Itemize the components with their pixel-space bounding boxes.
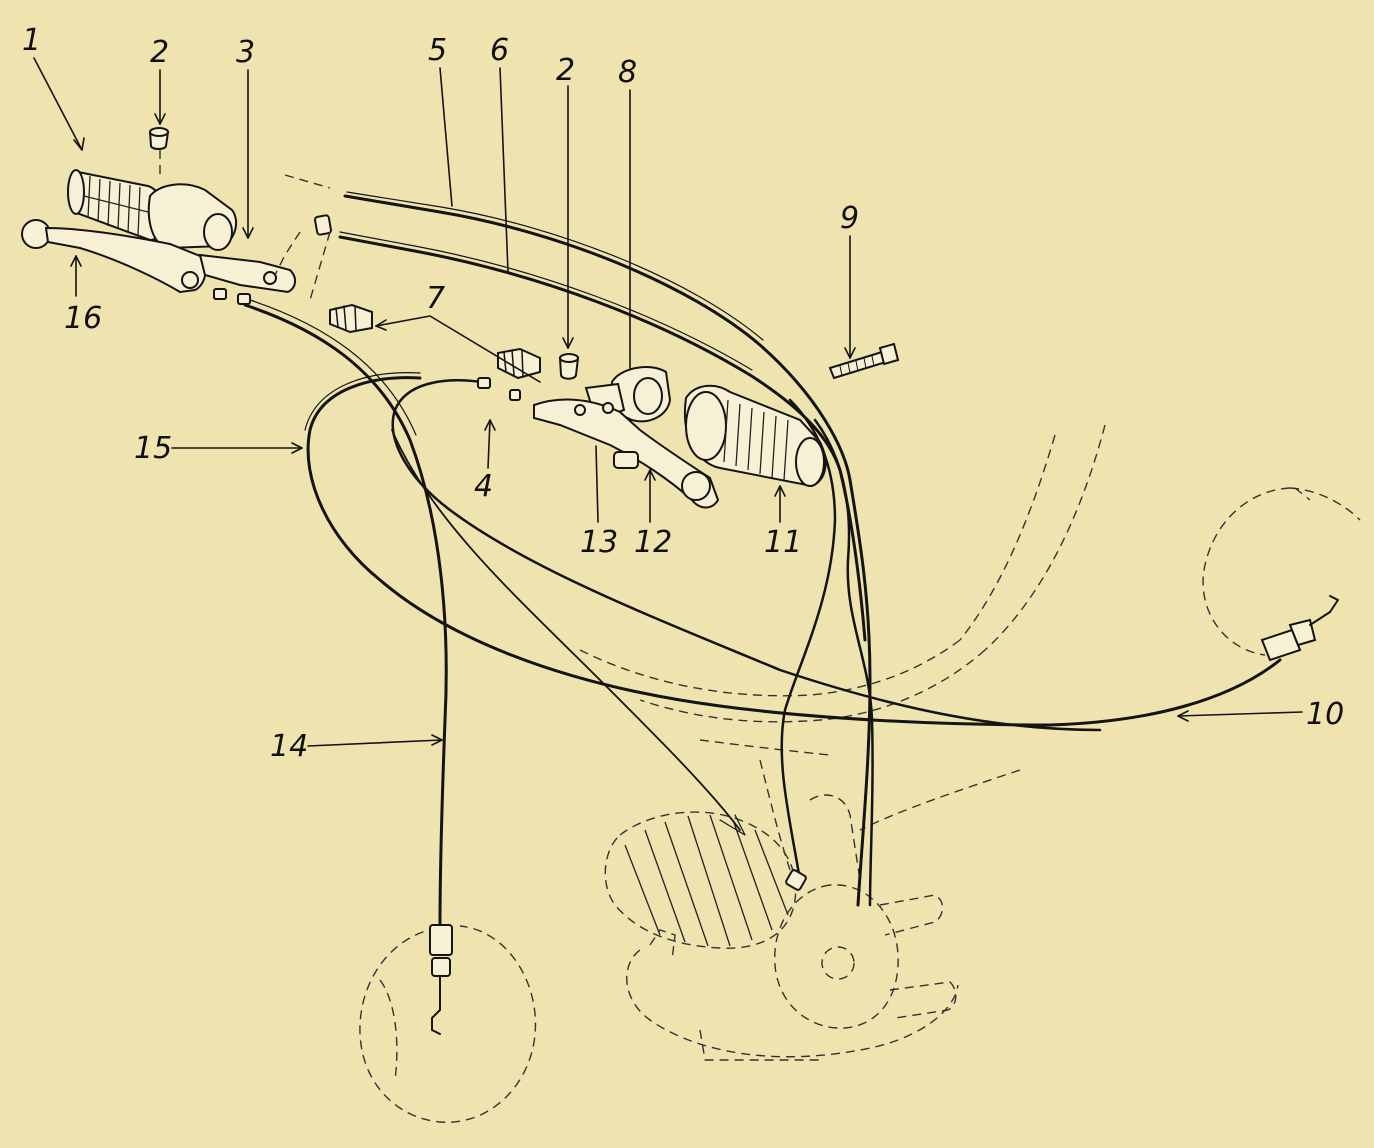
- leader-lines: [33, 57, 1303, 747]
- callout-9: 9: [840, 201, 859, 236]
- callout-15: 15: [134, 431, 172, 466]
- grip-knurling: [83, 175, 157, 237]
- callout-7: 7: [426, 281, 445, 316]
- callout-10: 10: [1306, 697, 1344, 732]
- cable-4: [391, 379, 1102, 732]
- frame-outline-dashed: [579, 424, 1106, 871]
- cable-5: [284, 174, 872, 907]
- cable-15: [304, 372, 1282, 727]
- callout-5: 5: [428, 33, 447, 68]
- callout-12: 12: [634, 525, 672, 560]
- right-grip-knurling: [723, 399, 789, 481]
- right-grip: [683, 384, 827, 488]
- switch-buttons: [329, 303, 541, 380]
- pivot-nut: [613, 451, 639, 469]
- cable-nipples: [477, 377, 521, 401]
- rear-brake-drum-dashed: [359, 925, 537, 1123]
- cable-terminal-engine: [785, 869, 807, 891]
- cap-right: [558, 353, 580, 380]
- front-brake-cable-end: [1260, 595, 1339, 662]
- cap-left: [148, 127, 170, 150]
- callout-1: 1: [22, 23, 41, 58]
- callout-13: 13: [580, 525, 618, 560]
- engine-dashed: [604, 794, 959, 1061]
- throttle-cable-to-carburettor: [391, 429, 746, 836]
- callout-16: 16: [64, 301, 102, 336]
- cable-6: [338, 231, 867, 642]
- front-wheel-dashed: [1202, 487, 1361, 656]
- air-filter-hatching: [624, 814, 789, 947]
- left-grip: [67, 169, 238, 251]
- callout-3: 3: [236, 35, 255, 70]
- callout-4: 4: [474, 469, 493, 504]
- clutch-lever: [21, 219, 207, 294]
- screw: [828, 342, 900, 380]
- rear-brake-adjuster: [429, 924, 453, 1035]
- callout-14: 14: [270, 729, 308, 764]
- callout-2-right: 2: [556, 53, 575, 88]
- front-brake-lever: [533, 398, 720, 509]
- callout-labels: 1 2 3 5 6 2 8 9 7 16 15 4 13 12 11 10 14: [22, 23, 1344, 764]
- callout-2-left: 2: [150, 35, 169, 70]
- callout-11: 11: [764, 525, 802, 560]
- cable-14: [243, 299, 448, 927]
- left-adjuster: [213, 214, 332, 305]
- lever-bracket: [198, 253, 296, 294]
- cable-bundle: [780, 398, 874, 907]
- callout-8: 8: [618, 55, 637, 90]
- callout-6: 6: [490, 33, 509, 68]
